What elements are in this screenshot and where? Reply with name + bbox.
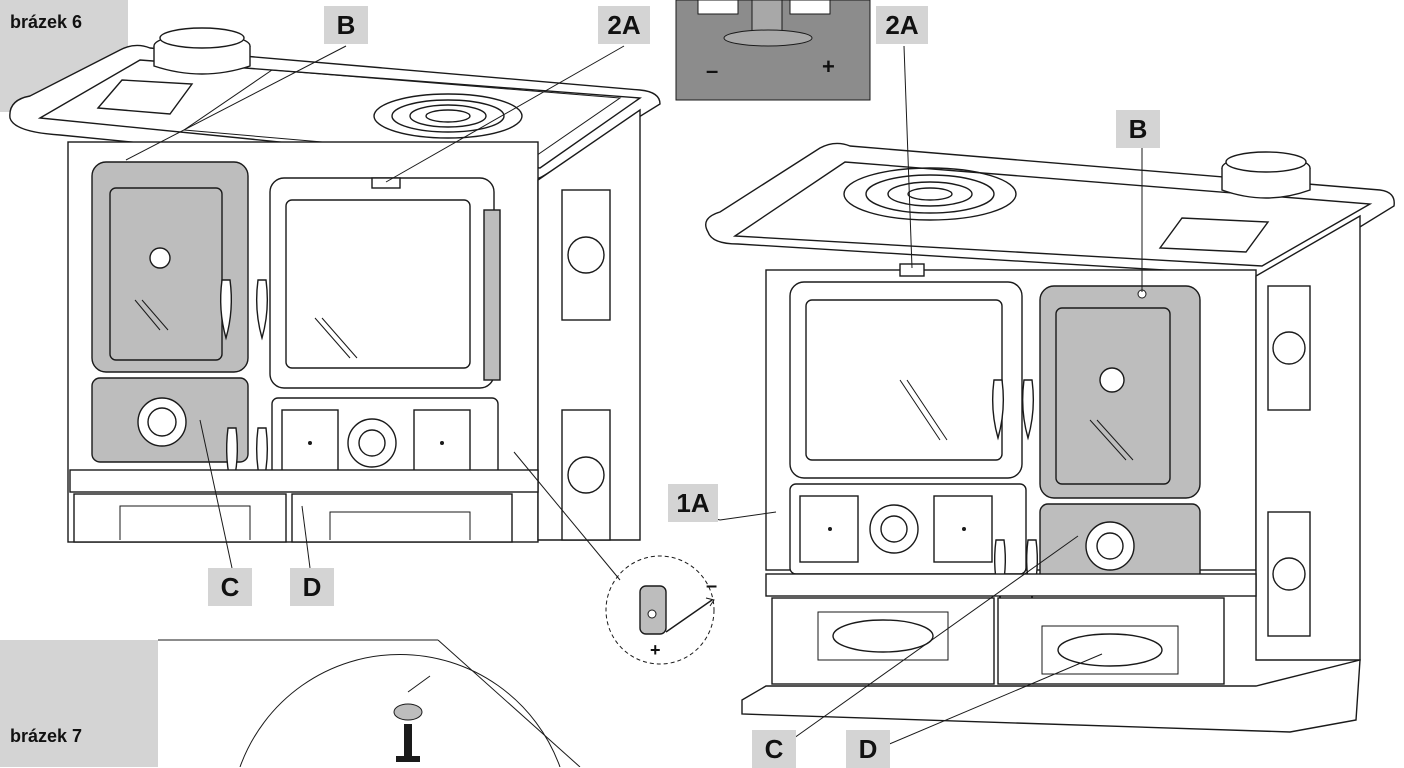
damper-detail-circle: + –	[605, 555, 717, 665]
callout-right-2a: 2A	[876, 6, 928, 44]
svg-text:+: +	[650, 640, 661, 660]
leader-lines	[125, 45, 1143, 749]
inset-plus-sign: +	[822, 54, 835, 79]
callout-left-b: B	[324, 6, 368, 44]
inset-minus-sign: –	[706, 58, 719, 83]
figure6-label: brázek 6	[0, 4, 93, 41]
adjustment-inset	[675, 0, 871, 101]
callout-right-d: D	[846, 730, 890, 768]
callout-right-b: B	[1116, 110, 1160, 148]
figure7-label: brázek 7	[0, 718, 93, 755]
callout-right-c: C	[752, 730, 796, 768]
callout-left-c: C	[208, 568, 252, 606]
left-stove	[9, 27, 661, 543]
right-stove	[705, 142, 1395, 733]
callout-left-d: D	[290, 568, 334, 606]
ignition-detail	[158, 639, 581, 767]
svg-text:–: –	[706, 575, 717, 597]
callout-left-2a: 2A	[598, 6, 650, 44]
callout-right-1a: 1A	[668, 484, 718, 522]
